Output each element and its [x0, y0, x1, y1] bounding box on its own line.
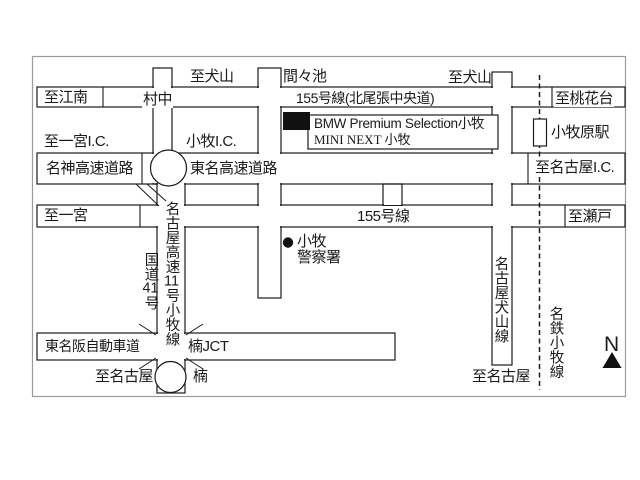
- label-nagoya-inuyama-line: 名古屋犬山線: [492, 256, 509, 343]
- label-to-ichinomiya: 至一宮: [44, 207, 88, 224]
- label-to-seto: 至瀬戸: [568, 208, 612, 225]
- label-komaki-police-line2: 警察署: [297, 248, 341, 266]
- ramps: [135, 183, 204, 370]
- label-to-ichinomiya-ic: 至一宮I.C.: [44, 133, 109, 150]
- label-compass-n: N: [604, 333, 620, 356]
- label-kusunoki-jct: 楠JCT: [188, 338, 229, 355]
- dealer-marker-icon: [283, 112, 310, 130]
- road-155-kitaowari-outline: [36, 86, 626, 108]
- ramp-line: [146, 183, 167, 202]
- komaki-ic-circle: [149, 149, 188, 187]
- label-muranaka: 村中: [142, 91, 174, 108]
- label-nagoya-expwy-11-num: 11: [163, 273, 180, 289]
- label-bmw-premium-selection: BMW Premium Selection小牧: [314, 116, 485, 131]
- road-expressway-outline: [36, 152, 626, 185]
- label-kusunoki: 楠: [193, 368, 208, 385]
- label-meitetsu-komaki-line: 名鉄小牧線: [547, 306, 564, 379]
- label-komaki-police: 小牧 警察署: [297, 234, 341, 266]
- label-dividers: [102, 87, 566, 227]
- station-marker: [532, 118, 548, 147]
- label-mamaike: 間々池: [283, 68, 327, 85]
- label-to-nagoya-bottom-right: 至名古屋: [472, 368, 531, 385]
- label-nagoya-expwy-11: 名古屋高速11号小牧線: [163, 201, 180, 346]
- label-to-nagoya-ic: 至名古屋I.C.: [534, 159, 616, 176]
- label-nagoya-expwy-11-post: 号小牧線: [163, 288, 180, 346]
- label-meishin-expwy: 名神高速道路: [46, 160, 134, 177]
- label-tomei-expwy: 東名高速道路: [190, 160, 278, 177]
- label-to-nagoya-bottom-left: 至名古屋: [95, 368, 154, 385]
- label-komaki-ic: 小牧I.C.: [186, 133, 237, 150]
- label-route41-post: 号: [142, 295, 159, 311]
- label-to-inuyama-right: 至犬山: [448, 69, 492, 86]
- label-route41-pre: 国道: [142, 252, 159, 281]
- label-to-konan: 至江南: [44, 89, 88, 106]
- north-arrow-icon: [602, 352, 622, 368]
- ramp-line: [185, 357, 204, 370]
- dealer-callout-box: [307, 114, 499, 150]
- label-to-tokadai: 至桃花台: [554, 90, 615, 107]
- label-nagoya-expwy-11-pre: 名古屋高速: [163, 201, 180, 274]
- ramp-line: [185, 323, 204, 336]
- road-155-outline: [36, 204, 626, 228]
- label-to-inuyama-left: 至犬山: [190, 68, 234, 85]
- kusunoki-circle: [154, 360, 187, 394]
- label-route155: 155号線: [357, 208, 410, 225]
- ramp-line: [138, 357, 157, 370]
- police-dot-icon: [282, 237, 294, 248]
- label-route155-kitaowari: 155号線(北尾張中央道): [296, 90, 435, 106]
- label-route41-num: 41: [142, 281, 159, 296]
- ramp-line: [138, 323, 157, 336]
- label-mini-next: MINI NEXT 小牧: [314, 132, 411, 147]
- label-route41: 国道41号: [142, 252, 159, 311]
- ramp-line: [135, 183, 160, 207]
- road-fills: [38, 69, 624, 392]
- label-higashimeihan-expwy: 東名阪自動車道: [45, 338, 140, 354]
- label-komakihara-station: 小牧原駅: [551, 124, 610, 141]
- label-komaki-police-line1: 小牧: [297, 233, 327, 250]
- road-higashimeihan-outline: [36, 332, 396, 361]
